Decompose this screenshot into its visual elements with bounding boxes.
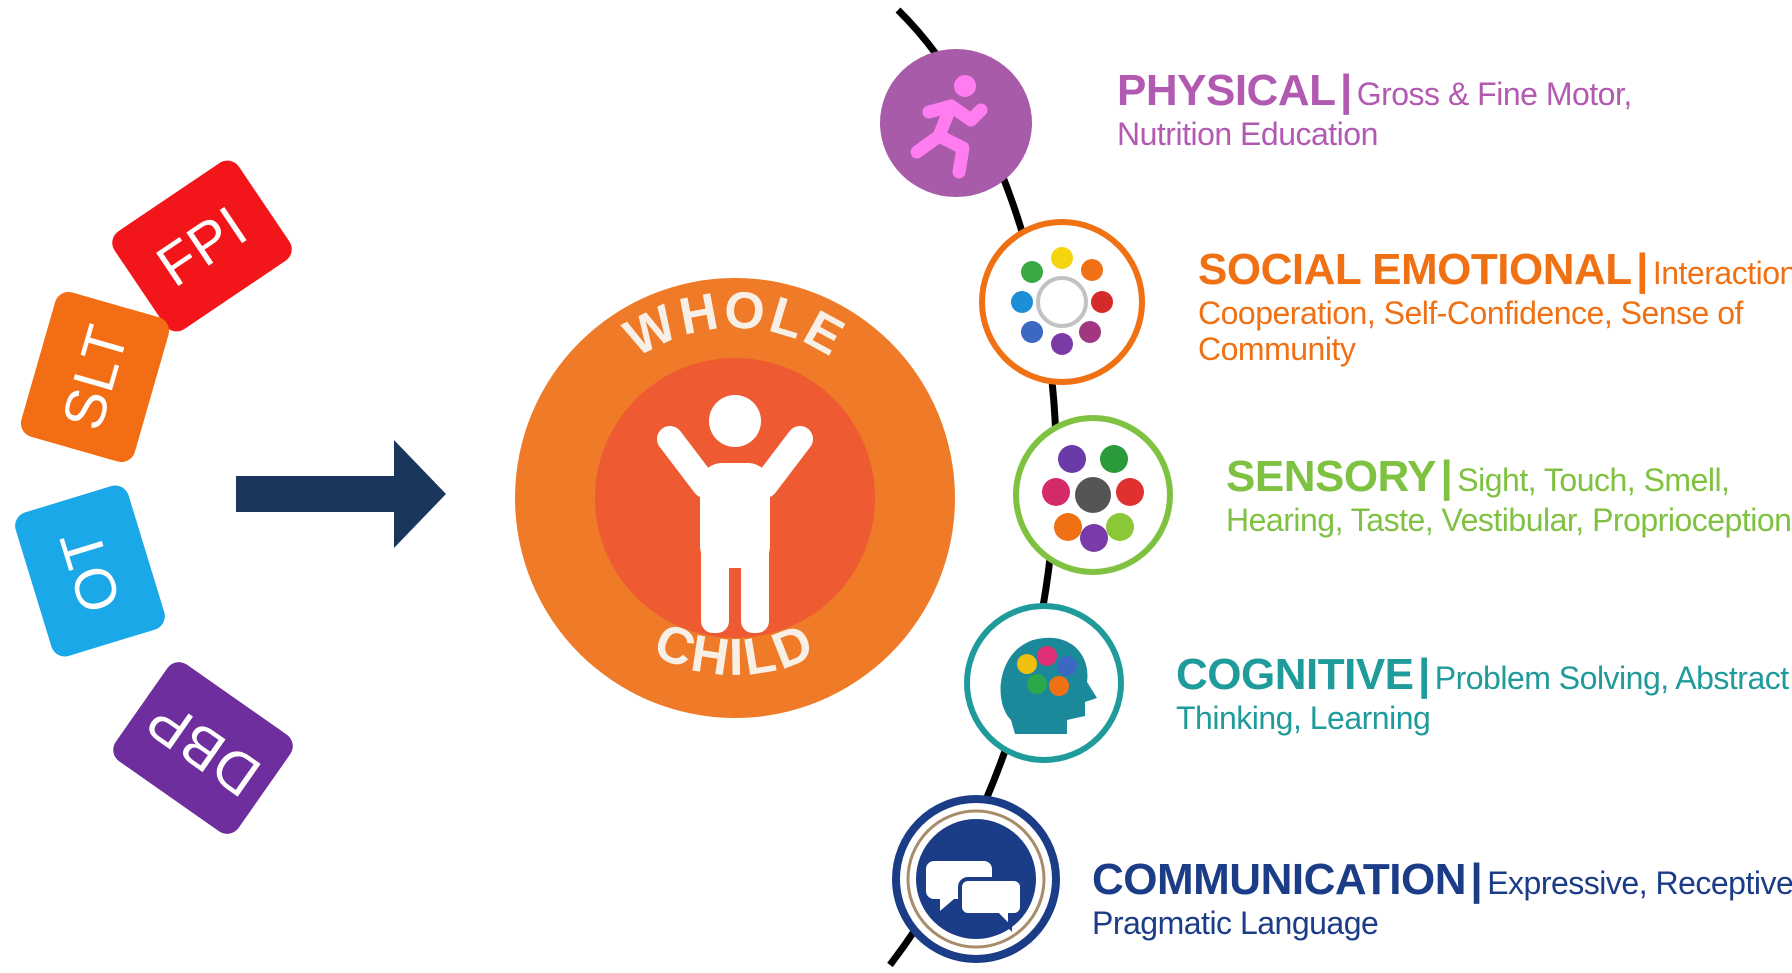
domain-title: SENSORY (1226, 452, 1437, 501)
domain-cognitive: COGNITIVE | Problem Solving, Abstract Th… (1176, 650, 1789, 736)
discipline-tile-dbp: DBP (107, 656, 299, 840)
domain-desc-first: Interaction, (1652, 255, 1792, 291)
right-arrow-icon (236, 440, 446, 548)
domain-communication: COMMUNICATION | Expressive, Receptive, P… (1092, 855, 1792, 941)
domain-separator: | (1636, 245, 1649, 294)
domain-desc-first: Gross & Fine Motor, (1356, 76, 1633, 112)
domain-desc-first: Sight, Touch, Smell, (1457, 462, 1730, 498)
domain-title: COMMUNICATION (1092, 855, 1466, 904)
discipline-label: FPI (145, 192, 259, 300)
discipline-tile-slt: SLT (17, 288, 173, 466)
domain-separator: | (1470, 855, 1483, 904)
domain-title: SOCIAL EMOTIONAL (1198, 245, 1632, 294)
domain-separator: | (1417, 650, 1431, 699)
senses-icon (1013, 415, 1173, 575)
head-brain-icon (964, 603, 1124, 763)
domain-desc-rest: Cooperation, Self-Confidence, Sense of C… (1198, 294, 1743, 367)
discipline-tile-ot: OT (11, 482, 169, 660)
child-figure-icon (657, 395, 813, 633)
domain-title: COGNITIVE (1176, 650, 1414, 699)
domain-desc-first: Expressive, Receptive, (1487, 865, 1792, 901)
domain-desc-rest: Pragmatic Language (1092, 904, 1379, 941)
community-circle-icon (979, 219, 1145, 385)
domain-sensory: SENSORY | Sight, Touch, Smell, Hearing, … (1226, 452, 1792, 538)
domain-title: PHYSICAL (1117, 66, 1336, 115)
discipline-label: DBP (134, 686, 272, 810)
domain-desc-first: Problem Solving, Abstract (1434, 660, 1789, 696)
domain-physical: PHYSICAL | Gross & Fine Motor, Nutrition… (1117, 66, 1677, 152)
domain-desc-rest: Thinking, Learning (1176, 699, 1431, 736)
domain-separator: | (1339, 66, 1353, 115)
speech-bubbles-icon (892, 795, 1060, 963)
whole-child-badge: WHOLE CHILD (515, 278, 955, 718)
discipline-label: OT (46, 522, 134, 620)
discipline-label: SLT (49, 317, 141, 437)
domain-social-emotional: SOCIAL EMOTIONAL | Interaction, Cooperat… (1198, 245, 1792, 367)
domain-desc-rest: Hearing, Taste, Vestibular, Propriocepti… (1226, 501, 1792, 538)
running-person-icon (880, 49, 1032, 197)
domain-separator: | (1440, 452, 1453, 501)
domain-desc-rest: Nutrition Education (1117, 115, 1378, 152)
